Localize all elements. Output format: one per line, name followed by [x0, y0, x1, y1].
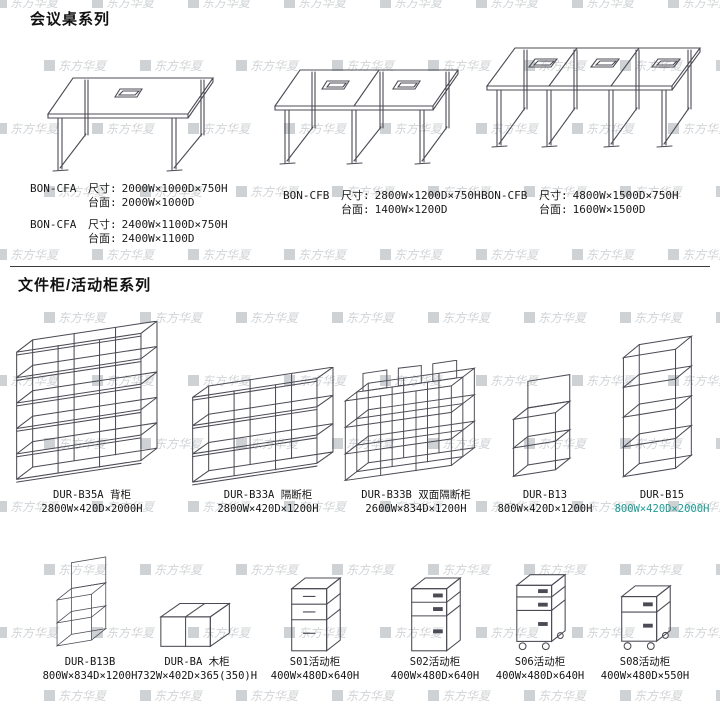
product-dims: 400W×480D×640H	[390, 669, 480, 682]
spec-label: 台面:	[88, 196, 117, 209]
product-name: S06活动柜	[514, 656, 566, 668]
product-card-dur-ba: DUR-BA 木柜 732W×402D×365(350)H	[137, 547, 257, 683]
product-name: DUR-B13B	[64, 656, 116, 668]
spec-value: 2800W×1200D×750H	[374, 189, 481, 202]
conference-table-three-section-drawing	[460, 40, 710, 173]
product-name: DUR-B13	[522, 489, 568, 501]
spec-block-cfb-2800: BON-CFB 尺寸: 2800W×1200D×750H 台面: 1400W×1200…	[283, 189, 481, 217]
spec-model	[30, 196, 88, 210]
product-dims: 400W×480D×640H	[495, 669, 585, 682]
product-dims: 800W×420D×2000H	[614, 502, 710, 515]
pedestal-s01-drawing	[290, 576, 342, 652]
product-card-dur-b15: DUR-B15 800W×420D×2000H	[612, 300, 712, 516]
spec-value: 2000W×1000D	[121, 196, 195, 209]
wood-cabinet-dur-ba-drawing	[159, 602, 232, 648]
spec-line: 台面: 1400W×1200D	[283, 203, 481, 217]
product-dims: 400W×480D×550H	[600, 669, 690, 682]
spec-label: 台面:	[341, 203, 370, 216]
spec-label: 尺寸:	[539, 189, 568, 202]
product-name: DUR-B15	[639, 489, 685, 501]
product-dims: 800W×834D×1200H	[42, 669, 138, 682]
spec-model	[481, 203, 539, 217]
product-name: DUR-B33B 双面隔断柜	[361, 489, 471, 501]
product-name: DUR-B33A 隔断柜	[223, 489, 313, 501]
product-dims: 2800W×420D×1200H	[217, 502, 319, 515]
product-card-s06: S06活动柜 400W×480D×640H	[496, 547, 584, 683]
spec-label: 台面:	[88, 232, 117, 245]
pedestal-s06-drawing	[515, 573, 567, 651]
shelf-dur-b35a-drawing	[16, 321, 158, 483]
product-card-dur-b33b: DUR-B33B 双面隔断柜 2600W×834D×1200H	[336, 300, 496, 516]
pedestal-s08-drawing	[620, 584, 672, 650]
product-card-dur-b13b: DUR-B13B 800W×834D×1200H	[38, 547, 142, 683]
conference-section-title: 会议桌系列	[30, 11, 111, 28]
spec-value: 2400W×1100D×750H	[121, 218, 228, 231]
product-dims: 400W×480D×640H	[270, 669, 360, 682]
cabinet-section-title: 文件柜/活动柜系列	[18, 277, 152, 294]
product-name: S01活动柜	[289, 656, 341, 668]
spec-model: BON-CFA	[30, 182, 77, 195]
spec-value: 2400W×1100D	[121, 232, 195, 245]
product-dims: 732W×402D×365(350)H	[136, 669, 258, 682]
product-card-dur-b35a: DUR-B35A 背柜 2800W×420D×2000H	[6, 300, 178, 516]
shelf-dur-b33b-drawing	[343, 360, 477, 482]
product-dims: 2600W×834D×1200H	[365, 502, 467, 515]
product-name: S08活动柜	[619, 656, 671, 668]
conference-table-two-section-drawing	[250, 60, 468, 182]
shelf-dur-b13-drawing	[511, 374, 572, 478]
spec-value: 4800W×1500D×750H	[572, 189, 679, 202]
spec-line: 台面: 2400W×1100D	[30, 232, 228, 246]
spec-label: 台面:	[539, 203, 568, 216]
spec-value: 1400W×1200D	[374, 203, 448, 216]
spec-label: 尺寸:	[88, 182, 117, 195]
spec-block-cfa: BON-CFA 尺寸: 2000W×1000D×750H 台面: 2000W×1000…	[30, 182, 228, 246]
spec-block-cfb-4800: BON-CFB 尺寸: 4800W×1500D×750H 台面: 1600W×1500…	[481, 189, 679, 217]
shelf-dur-b13b-drawing	[55, 556, 108, 647]
product-name: DUR-BA 木柜	[164, 656, 230, 668]
conference-table-single-drawing	[28, 68, 233, 180]
spec-line: BON-CFB 尺寸: 2800W×1200D×750H	[283, 189, 481, 203]
section-divider	[10, 266, 710, 267]
product-card-s02: S02活动柜 400W×480D×640H	[391, 547, 479, 683]
spec-line: BON-CFA 尺寸: 2400W×1100D×750H	[30, 218, 228, 232]
product-dims: 2800W×420D×2000H	[41, 502, 143, 515]
spec-model	[283, 203, 341, 217]
spec-model: BON-CFA	[30, 218, 77, 231]
product-name: S02活动柜	[409, 656, 461, 668]
spec-label: 尺寸:	[341, 189, 370, 202]
shelf-dur-b33a-drawing	[192, 367, 334, 486]
pedestal-s02-drawing	[410, 576, 462, 652]
spec-model	[30, 232, 88, 246]
spec-label: 尺寸:	[88, 218, 117, 231]
spec-value: 1600W×1500D	[572, 203, 646, 216]
spec-line: BON-CFB 尺寸: 4800W×1500D×750H	[481, 189, 679, 203]
shelf-dur-b15-drawing	[621, 335, 693, 478]
spec-value: 2000W×1000D×750H	[121, 182, 228, 195]
product-dims: 800W×420D×1200H	[497, 502, 593, 515]
spec-model: BON-CFB	[481, 189, 528, 202]
spec-line: 台面: 1600W×1500D	[481, 203, 679, 217]
product-card-dur-b33a: DUR-B33A 隔断柜 2800W×420D×1200H	[182, 300, 354, 516]
product-name: DUR-B35A 背柜	[53, 489, 131, 501]
spec-line: 台面: 2000W×1000D	[30, 196, 228, 210]
product-card-s01: S01活动柜 400W×480D×640H	[271, 547, 359, 683]
product-card-s08: S08活动柜 400W×480D×550H	[601, 547, 689, 683]
spec-model: BON-CFB	[283, 189, 330, 202]
product-card-dur-b13: DUR-B13 800W×420D×1200H	[497, 300, 593, 516]
spec-line: BON-CFA 尺寸: 2000W×1000D×750H	[30, 182, 228, 196]
